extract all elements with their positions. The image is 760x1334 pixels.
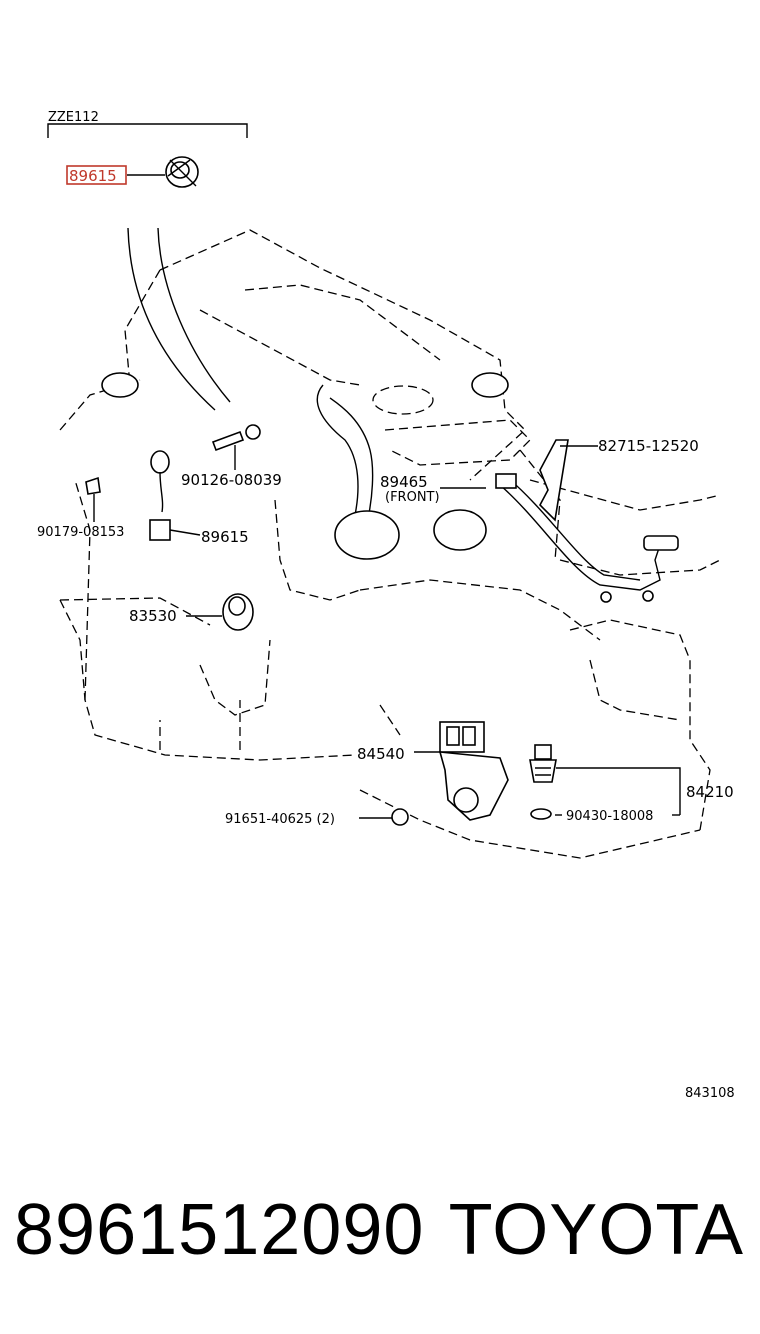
hoses — [101, 227, 509, 560]
callout-89615-secondary: 89615 — [201, 528, 249, 546]
callout-90126: 90126-08039 — [181, 424, 282, 489]
oil-pressure-switch-icon — [222, 593, 254, 631]
callout-83530-label: 83530 — [129, 607, 177, 625]
callout-90430-18008: 90430-18008 — [566, 809, 653, 824]
figure-id: 843108 — [685, 1086, 735, 1100]
model-code-label: ZZE112 — [48, 110, 99, 125]
callout-89465: 89465 (FRONT) — [380, 473, 486, 505]
oxygen-sensor-harness — [495, 473, 679, 603]
callout-90126-08039: 90126-08039 — [181, 471, 282, 489]
highlighted-callout[interactable]: 89615 — [66, 156, 199, 188]
callout-91651: 91651-40625 (2) — [225, 808, 409, 827]
bracket-82715: 82715-12520 — [539, 437, 699, 522]
front-label: (FRONT) — [385, 490, 440, 505]
part-number: 8961512090 — [14, 1190, 425, 1270]
brand-name: TOYOTA — [448, 1190, 744, 1270]
knock-sensor-icon — [165, 156, 199, 188]
callout-83530: 83530 — [129, 593, 254, 631]
callout-91651-40625: 91651-40625 (2) — [225, 812, 335, 827]
callout-82715-12520: 82715-12520 — [598, 437, 699, 455]
callout-89465-label: 89465 — [380, 473, 428, 491]
highlighted-part-label: 89615 — [69, 167, 117, 185]
footer: 8961512090 TOYOTA — [0, 1180, 760, 1290]
parts-diagram: ZZE112 89615 — [37, 110, 735, 1100]
callout-90179-08153: 90179-08153 — [37, 525, 124, 540]
back-up-light-switch-icon — [529, 744, 557, 783]
callout-84540: 84540 — [357, 721, 509, 821]
neutral-start-switch-icon — [438, 721, 509, 821]
knock-sensor-assembly: 90179-08153 89615 — [37, 450, 249, 546]
model-bracket: ZZE112 — [47, 110, 248, 138]
callout-84210-label: 84210 — [686, 783, 734, 801]
callout-84210: 84210 90430-18008 — [529, 744, 734, 824]
callout-84540-label: 84540 — [357, 745, 405, 763]
highlight-box — [66, 165, 127, 185]
